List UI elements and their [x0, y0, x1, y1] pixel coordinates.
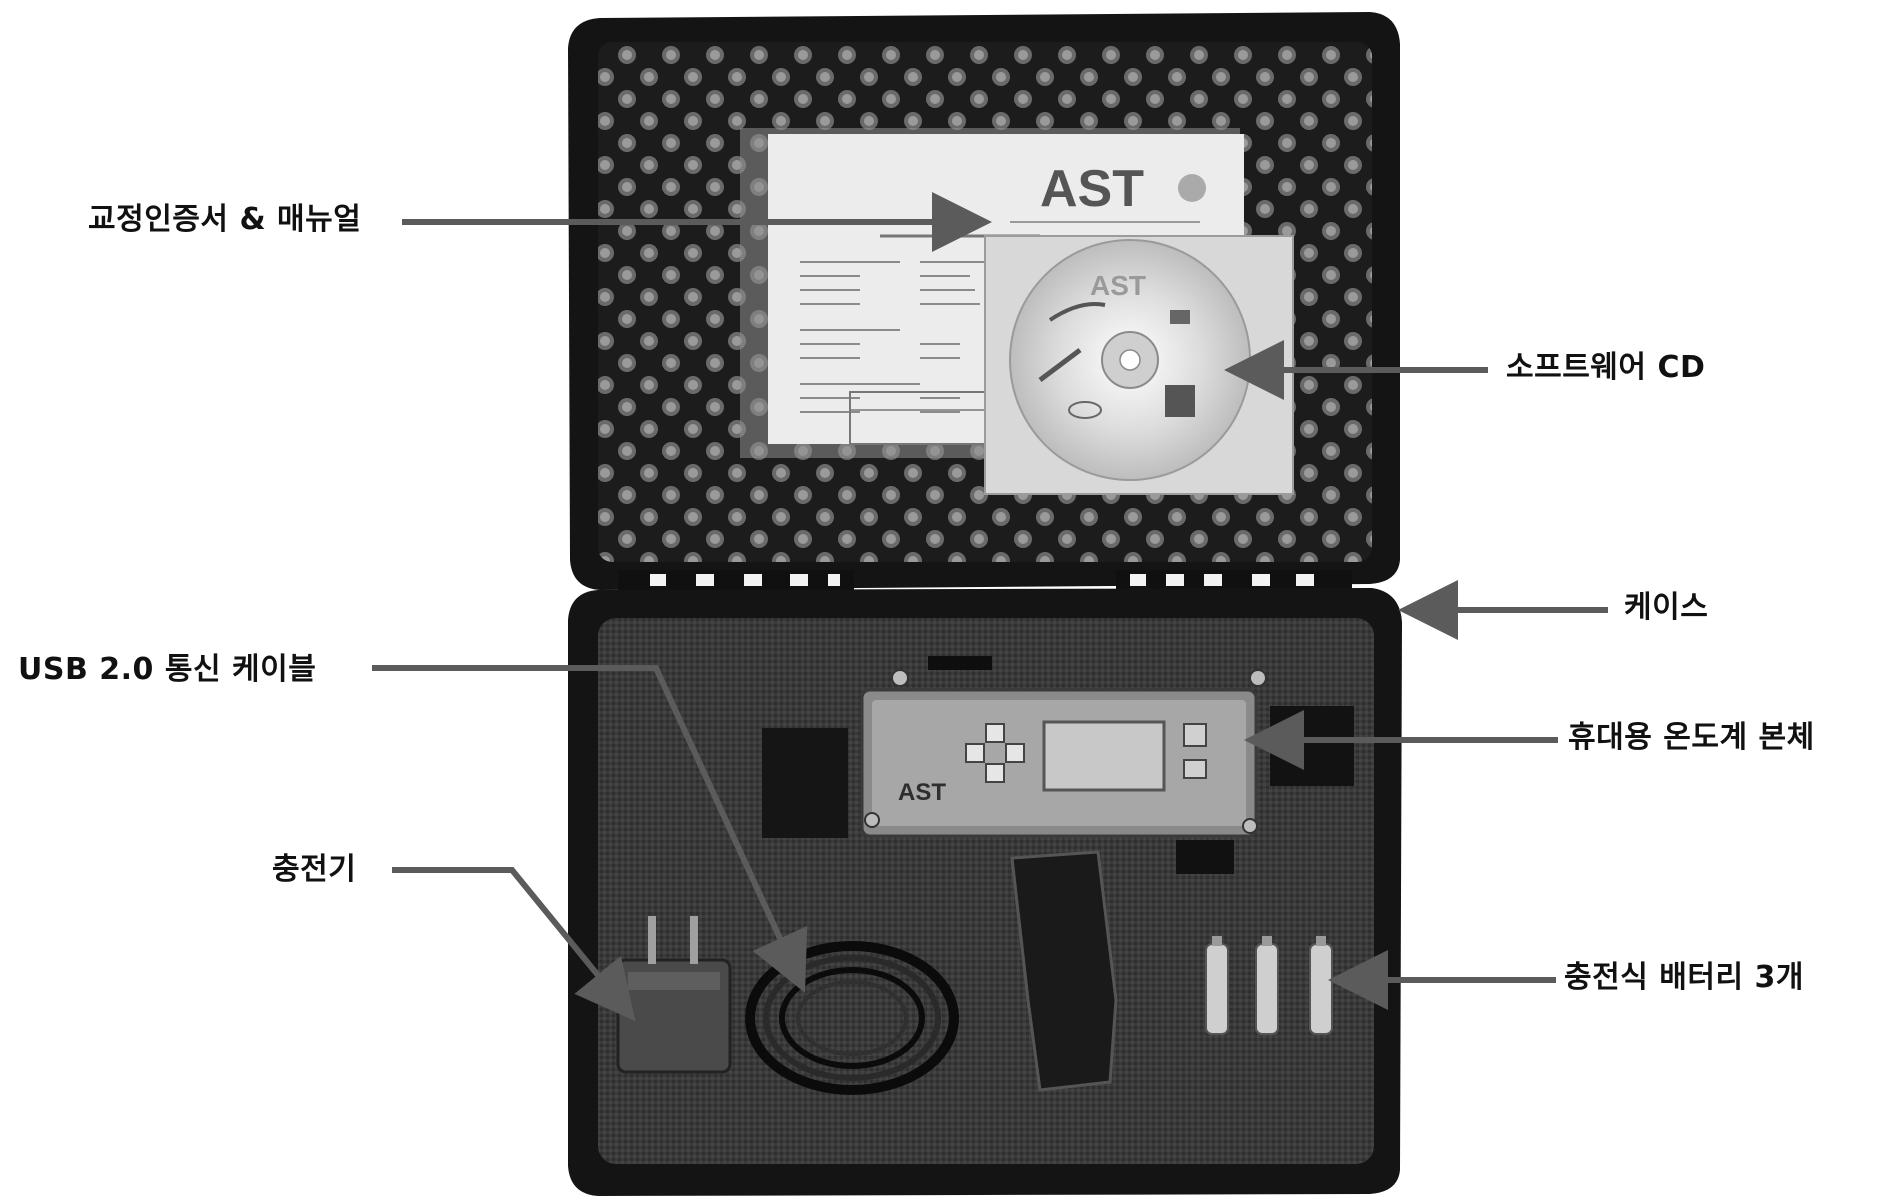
- label-batteries: 충전식 배터리 3개: [1564, 960, 1804, 995]
- arrow-usb-cable: [372, 665, 808, 993]
- software-cd: AST: [984, 235, 1294, 495]
- label-thermometer-body: 휴대용 온도계 본체: [1568, 720, 1815, 755]
- device-display: [1042, 720, 1166, 792]
- callout-arrows: [372, 192, 1608, 1022]
- label-software-cd: 소프트웨어 CD: [1506, 350, 1706, 385]
- arrow-charger: [392, 867, 636, 1022]
- device-grip: [1010, 850, 1118, 1092]
- case-base: [568, 588, 1402, 1196]
- device-keypad: [965, 723, 1025, 783]
- cd-logo: AST: [1090, 270, 1146, 301]
- charger-adapter: [616, 916, 732, 1074]
- label-certificate-manual: 교정인증서 & 매뉴얼: [88, 202, 362, 237]
- usb-cable-coil: [745, 941, 959, 1095]
- hinge-strip: [618, 570, 1352, 592]
- rechargeable-batteries: [1205, 936, 1333, 1035]
- label-usb-cable: USB 2.0 통신 케이블: [18, 652, 317, 687]
- label-charger: 충전기: [272, 852, 357, 887]
- device-brand: AST: [898, 779, 946, 806]
- thermometer-device: AST: [860, 669, 1267, 1092]
- document-logo: AST: [1040, 160, 1144, 218]
- logo-mark-icon: [1178, 174, 1206, 202]
- label-case: 케이스: [1624, 590, 1709, 625]
